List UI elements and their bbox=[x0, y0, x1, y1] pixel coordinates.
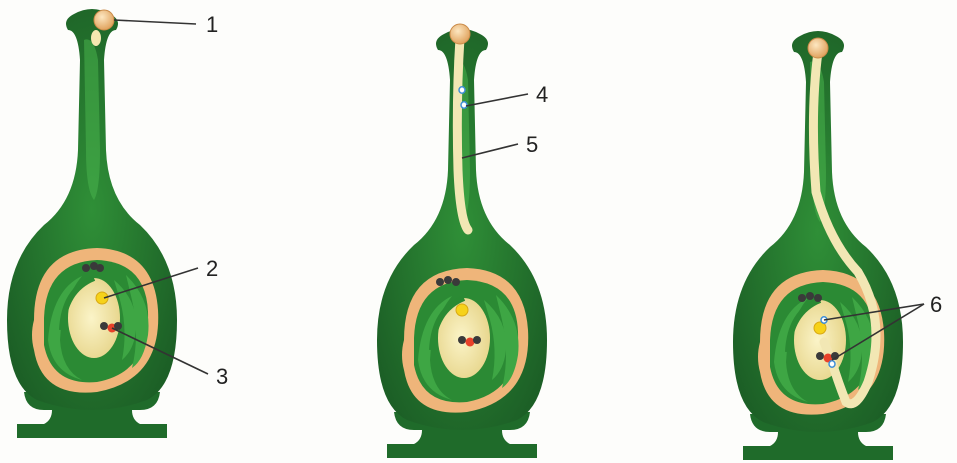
pistil-stage-2 bbox=[377, 29, 547, 458]
label-4: 4 bbox=[536, 82, 548, 107]
label-4-group: 4 bbox=[466, 82, 548, 107]
pollen-grain-2 bbox=[450, 24, 470, 44]
pistil-stage-3 bbox=[733, 31, 903, 460]
pollen-grain-3 bbox=[808, 38, 828, 58]
label-2: 2 bbox=[206, 256, 218, 281]
label-6: 6 bbox=[930, 292, 942, 317]
label-5: 5 bbox=[526, 132, 538, 157]
pistil-stage-1 bbox=[7, 9, 177, 438]
label-1: 1 bbox=[206, 12, 218, 37]
pollen-grain-1 bbox=[94, 10, 114, 30]
label-3: 3 bbox=[216, 364, 228, 389]
central-cell-nucleus bbox=[456, 304, 468, 316]
sperm-at-egg bbox=[829, 361, 835, 367]
label-1-group: 1 bbox=[114, 12, 218, 37]
